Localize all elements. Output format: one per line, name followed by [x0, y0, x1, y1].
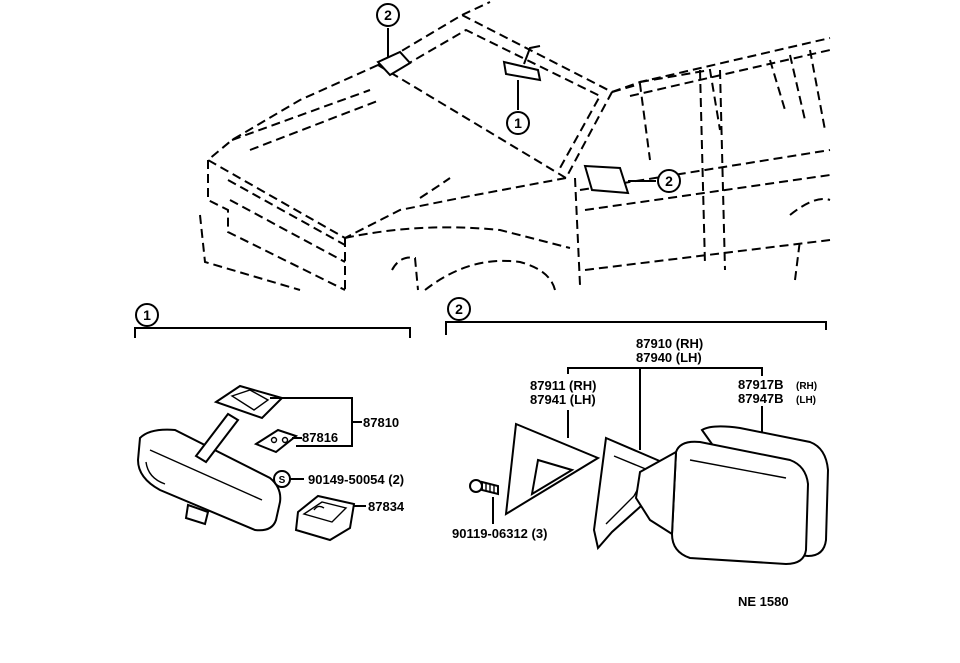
svg-text:2: 2	[665, 173, 673, 189]
leaders-section-2	[492, 367, 763, 524]
svg-text:1: 1	[514, 115, 522, 131]
label-87940-lh: 87940 (LH)	[636, 350, 702, 365]
svg-text:S: S	[279, 475, 286, 486]
callout-2-door: 2	[657, 169, 681, 193]
stay-plate	[253, 428, 299, 454]
svg-text:(RH): (RH)	[796, 381, 817, 392]
svg-text:1: 1	[143, 307, 151, 323]
mirror-cover	[294, 494, 356, 542]
mirror-housing	[634, 425, 830, 566]
svg-text:87917B: 87917B	[738, 377, 784, 392]
section-1-header: 1	[134, 303, 411, 338]
label-87816: 87816	[302, 430, 338, 445]
label-90149-50054: 90149-50054 (2)	[308, 472, 404, 487]
inner-mirror-stay	[194, 384, 284, 464]
label-87941-lh: 87941 (LH)	[530, 392, 596, 407]
vehicle-outline	[199, 1, 831, 291]
vehicle-inner-mirror	[502, 45, 542, 110]
label-87917b-rh: 87917B (RH)	[738, 377, 817, 392]
inner-mirror-body	[136, 428, 282, 532]
vehicle-outer-mirror	[583, 164, 656, 195]
label-87911-rh: 87911 (RH)	[530, 378, 596, 393]
triangle-cover	[504, 422, 601, 516]
svg-text:2: 2	[455, 301, 463, 317]
callout-2-top: 2	[376, 3, 400, 27]
label-87834: 87834	[368, 499, 405, 514]
leaders-section-1	[270, 397, 366, 507]
reference-code: NE 1580	[738, 594, 789, 609]
svg-text:(LH): (LH)	[796, 395, 816, 406]
label-87947b-lh: 87947B (LH)	[738, 391, 816, 406]
section-2-header: 2	[445, 297, 827, 335]
label-87810: 87810	[363, 415, 399, 430]
callout-1-windshield: 1	[506, 111, 530, 135]
screw-group	[469, 479, 499, 496]
vehicle-corner-leader	[376, 28, 412, 77]
label-87910-rh: 87910 (RH)	[636, 336, 703, 351]
svg-text:2: 2	[384, 7, 392, 23]
svg-text:87947B: 87947B	[738, 391, 784, 406]
label-90119-06312: 90119-06312 (3)	[452, 526, 547, 541]
screw-s: S	[273, 470, 291, 488]
